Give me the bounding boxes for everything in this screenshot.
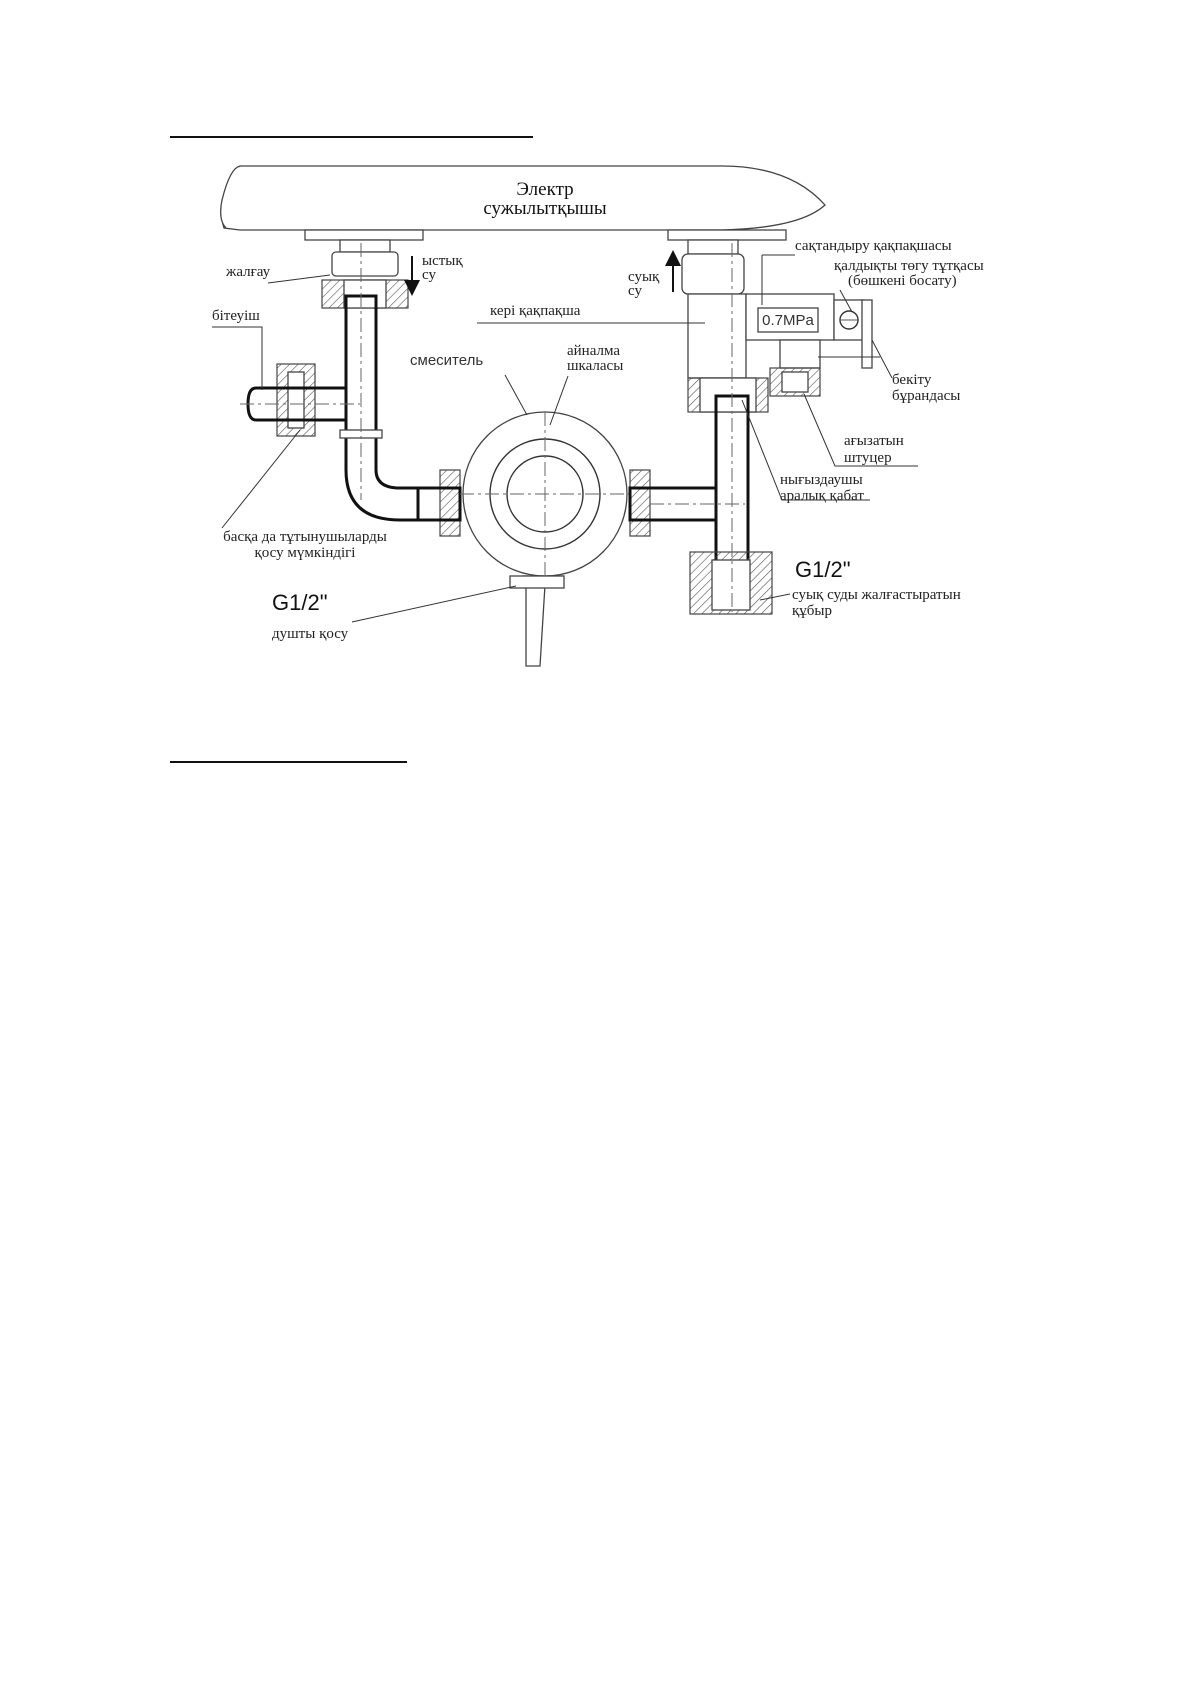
heater-label-line2: сужылытқышы (483, 198, 607, 219)
connector-label: жалғау (225, 264, 271, 280)
heater-label-line1: Электр (516, 179, 573, 200)
cold-pipe-label-line2: құбыр (792, 603, 832, 619)
shower-connection-label: душты қосу (272, 626, 349, 642)
pressure-label: 0.7MPa (762, 312, 814, 329)
cold-water-label-line2: су (628, 283, 642, 299)
drain-handle-label-line1: қалдықты төгу тұтқасы (834, 258, 984, 274)
lock-screw-label-line2: бұрандасы (892, 388, 960, 404)
rotary-scale-label-line2: шкаласы (567, 358, 623, 374)
other-consumers-label-line1: басқа да тұтынушыларды (223, 529, 387, 545)
heater-tank (220, 165, 826, 241)
drain-fitting-label-line2: штуцер (844, 450, 892, 466)
hot-water-label-line1: ыстық (422, 253, 463, 269)
cold-pipe-label-line1: суық суды жалғастыратын (792, 587, 961, 603)
rotary-scale-label-line1: айналма (567, 343, 620, 359)
seal-gasket-label-line2: аралық қабат (780, 488, 864, 504)
thread-size-right-label: G1/2" (795, 557, 851, 582)
hot-water-label-line2: су (422, 267, 436, 283)
lock-screw-label-line1: бекіту (892, 372, 932, 388)
check-valve-label: кері қақпақша (490, 303, 581, 319)
plug-label: бітеуіш (212, 308, 260, 324)
hot-side-assembly (246, 239, 462, 537)
mixer-label: смеситель (410, 352, 483, 369)
safety-valve-label: сақтандыру қақпақшасы (795, 238, 952, 254)
drain-handle-label-line2: (бөшкені босату) (848, 273, 957, 289)
seal-gasket-label-line1: нығыздаушы (780, 472, 863, 488)
cold-side-assembly: 0.7MPa (628, 239, 873, 615)
drain-fitting-label-line1: ағызатын (844, 433, 904, 449)
other-consumers-label-line2: қосу мүмкіндігі (255, 545, 356, 561)
thread-size-left-label: G1/2" (272, 590, 328, 615)
cold-water-label-line1: суық (628, 269, 660, 285)
